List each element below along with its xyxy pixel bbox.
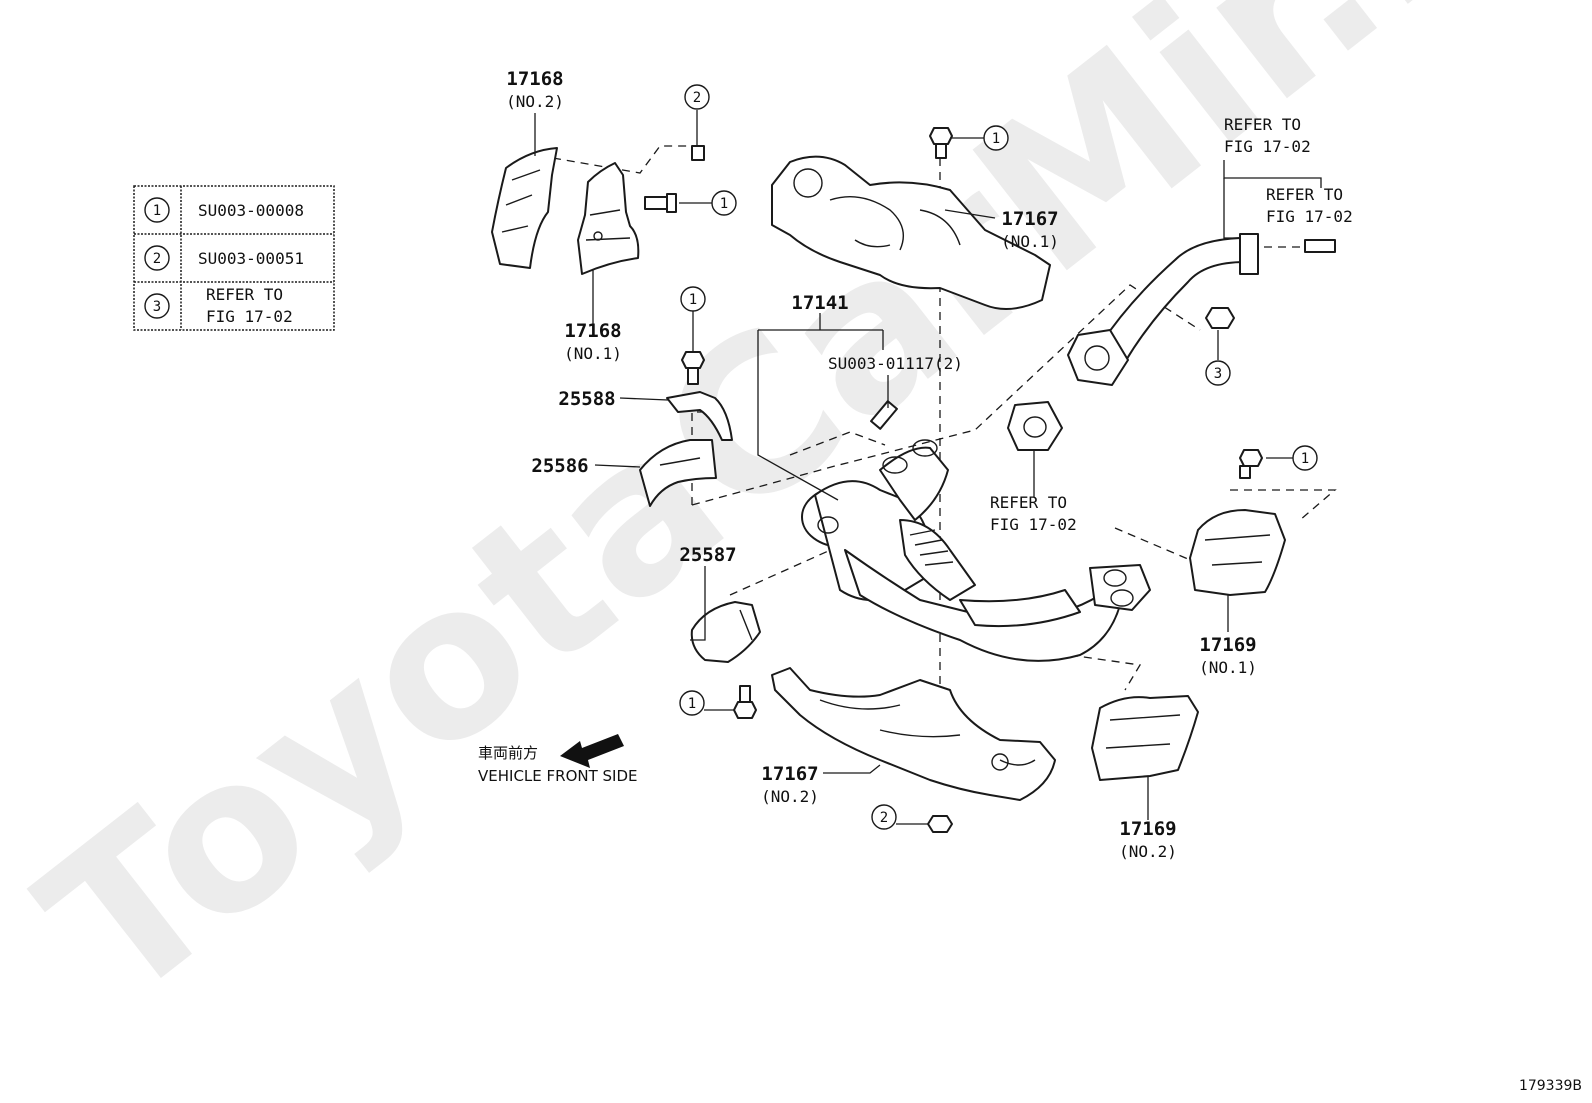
part-number[interactable]: 25588: [558, 388, 615, 410]
bolt-icon: [644, 193, 677, 213]
callout-2-bottom: 2: [871, 804, 897, 830]
part-25586-insulator[interactable]: [639, 439, 717, 507]
part-gasket: [1007, 401, 1063, 451]
part-variant: (NO.1): [1001, 232, 1059, 251]
callout-1-17167: 1: [983, 125, 1009, 151]
svg-text:1: 1: [688, 696, 696, 712]
bolt-icon: [681, 351, 705, 385]
legend-table: 1 SU003-00008 2 SU003-00051 3 REFER TO F…: [133, 185, 335, 331]
legend-part-code: SU003-00008: [198, 201, 304, 220]
part-17141-exhaust-manifold[interactable]: [801, 439, 1151, 662]
svg-text:1: 1: [689, 292, 697, 308]
label-17169-no2[interactable]: 17169 (NO.2): [1119, 818, 1177, 861]
figure-id: 179339B: [1519, 1078, 1582, 1094]
label-refer-top-b[interactable]: REFER TO FIG 17-02: [1266, 185, 1353, 226]
label-17168-no1[interactable]: 17168 (NO.1): [564, 320, 622, 363]
leader-lines: [534, 110, 1322, 825]
part-number[interactable]: 17169: [1119, 818, 1176, 840]
vehicle-front-indicator: 車両前方 VEHICLE FRONT SIDE: [478, 734, 638, 785]
part-17169-no2-insulator[interactable]: [1091, 695, 1199, 781]
label-17141[interactable]: 17141: [791, 292, 848, 314]
part-25588-bracket[interactable]: [666, 391, 733, 441]
label-refer-top-a[interactable]: REFER TO FIG 17-02: [1224, 115, 1311, 156]
refer-line2[interactable]: FIG 17-02: [990, 515, 1077, 534]
callout-1-25588: 1: [680, 286, 706, 312]
svg-text:1: 1: [992, 131, 1000, 147]
legend-refer-line1: REFER TO: [206, 285, 283, 304]
label-refer-mid[interactable]: REFER TO FIG 17-02: [990, 493, 1077, 534]
bolt-icon: [929, 127, 953, 159]
svg-text:1: 1: [720, 196, 728, 212]
legend-refer-line2: FIG 17-02: [206, 307, 293, 326]
label-17167-no2[interactable]: 17167 (NO.2): [761, 763, 819, 806]
nut-icon: [1205, 307, 1235, 329]
part-17167-no2-insulator[interactable]: [771, 667, 1056, 801]
part-number[interactable]: 17168: [506, 68, 563, 90]
label-17167-no1[interactable]: 17167 (NO.1): [1001, 208, 1059, 251]
part-17168-no2-insulator[interactable]: [491, 147, 558, 269]
part-variant: (NO.2): [506, 92, 564, 111]
refer-line1[interactable]: REFER TO: [1266, 185, 1343, 204]
legend-number: 3: [153, 299, 161, 315]
part-number[interactable]: 25586: [531, 455, 588, 477]
refer-line2[interactable]: FIG 17-02: [1224, 137, 1311, 156]
front-arrow-icon: [560, 734, 624, 768]
legend-row-2: 2 SU003-00051: [144, 245, 304, 271]
callout-3-nut: 3: [1205, 360, 1231, 386]
legend-number: 1: [153, 203, 161, 219]
callout-1-25587: 1: [679, 690, 705, 716]
svg-text:1: 1: [1301, 451, 1309, 467]
part-number[interactable]: 17168: [564, 320, 621, 342]
refer-line2[interactable]: FIG 17-02: [1266, 207, 1353, 226]
part-code[interactable]: SU003-01117(2): [828, 354, 963, 373]
legend-row-1: 1 SU003-00008: [144, 197, 304, 223]
front-side-jp: 車両前方: [478, 744, 538, 762]
legend-row-3: 3 REFER TO FIG 17-02: [144, 285, 293, 326]
part-variant: (NO.1): [1199, 658, 1257, 677]
stud-icon: [1304, 239, 1336, 253]
legend-number: 2: [153, 251, 161, 267]
part-number[interactable]: 17167: [761, 763, 818, 785]
part-front-exhaust-pipe-upper: [1067, 233, 1259, 386]
watermark-text: ToyotaCarMir.ru: [0, 0, 1592, 1049]
nut-icon: [927, 815, 953, 833]
refer-line1[interactable]: REFER TO: [990, 493, 1067, 512]
svg-text:2: 2: [693, 90, 701, 106]
part-variant: (NO.2): [1119, 842, 1177, 861]
refer-line1[interactable]: REFER TO: [1224, 115, 1301, 134]
stud-icon: [870, 400, 898, 430]
part-variant: (NO.2): [761, 787, 819, 806]
bolt-icon: [733, 685, 757, 719]
label-25586[interactable]: 25586: [531, 455, 588, 477]
part-number[interactable]: 17141: [791, 292, 848, 314]
label-su003-01117[interactable]: SU003-01117(2): [828, 354, 963, 373]
label-25588[interactable]: 25588: [558, 388, 615, 410]
callout-1-17169: 1: [1292, 445, 1318, 471]
svg-text:2: 2: [880, 810, 888, 826]
callout-1-17168: 1: [711, 190, 737, 216]
legend-part-code: SU003-00051: [198, 249, 304, 268]
front-side-en: VEHICLE FRONT SIDE: [478, 767, 638, 785]
part-number[interactable]: 17167: [1001, 208, 1058, 230]
part-17167-no1-insulator[interactable]: [771, 155, 1051, 310]
part-number[interactable]: 25587: [679, 544, 736, 566]
clip-icon: [691, 145, 705, 161]
label-25587[interactable]: 25587: [679, 544, 736, 566]
bolt-icon: [1239, 449, 1263, 479]
part-17169-no1-insulator[interactable]: [1189, 509, 1286, 596]
callout-2-top: 2: [684, 84, 710, 110]
part-number[interactable]: 17169: [1199, 634, 1256, 656]
label-17168-no2[interactable]: 17168 (NO.2): [506, 68, 564, 111]
part-17168-no1-insulator[interactable]: [577, 162, 640, 275]
label-17169-no1[interactable]: 17169 (NO.1): [1199, 634, 1257, 677]
part-25587-insulator[interactable]: [690, 601, 761, 663]
svg-text:3: 3: [1214, 366, 1222, 382]
part-variant: (NO.1): [564, 344, 622, 363]
